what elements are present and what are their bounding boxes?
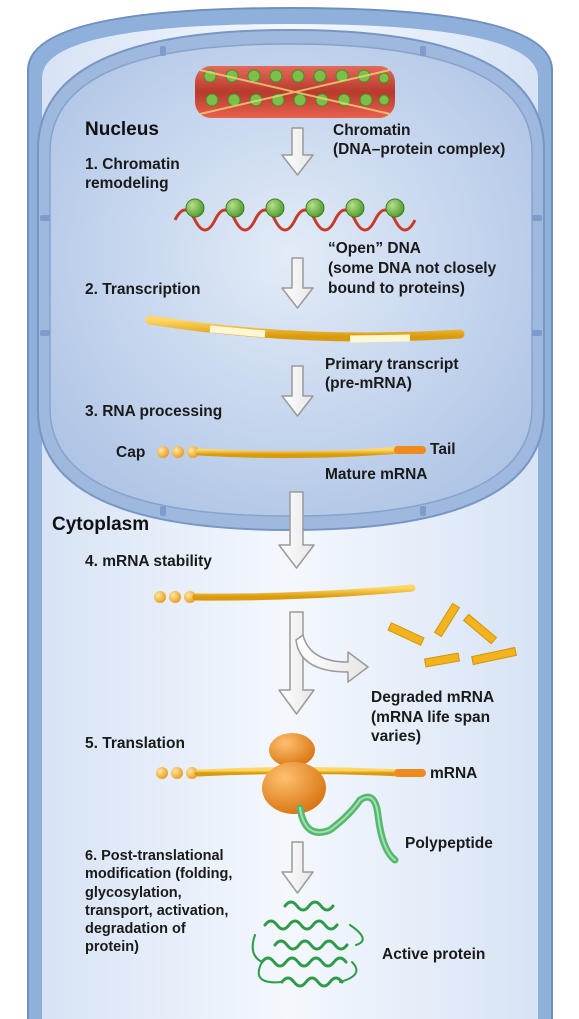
active-protein-label: Active protein bbox=[382, 946, 486, 963]
mrna-label: mRNA bbox=[430, 765, 478, 782]
step-3-label: 3. RNA processing bbox=[85, 403, 223, 420]
arrows bbox=[278, 127, 369, 894]
active-protein bbox=[251, 900, 364, 988]
nucleus-label: Nucleus bbox=[85, 119, 159, 140]
open-dna bbox=[173, 198, 417, 232]
polypeptide-label: Polypeptide bbox=[405, 835, 493, 852]
arrow-stability-to-translation bbox=[278, 611, 315, 715]
nucleus bbox=[37, 28, 545, 532]
open-dna-label: “Open” DNA (some DNA not closely bound t… bbox=[328, 240, 497, 297]
arrow-to-degradation bbox=[295, 634, 369, 683]
arrow-open-to-transcript bbox=[281, 257, 314, 309]
step-6-label: 6. Post-translational modification (fold… bbox=[85, 848, 233, 956]
mature-mrna-label: Mature mRNA bbox=[325, 466, 428, 483]
nuclear-pores bbox=[40, 46, 542, 516]
primary-transcript-label: Primary transcript (pre-mRNA) bbox=[325, 356, 459, 392]
mature-mrna bbox=[157, 446, 426, 459]
chromatin-label: Chromatin (DNA–protein complex) bbox=[333, 122, 506, 158]
chromatin bbox=[195, 66, 395, 118]
step-4-label: 4. mRNA stability bbox=[85, 553, 212, 570]
step-1-label: 1. Chromatin remodeling bbox=[85, 156, 180, 192]
tail-label: Tail bbox=[430, 441, 456, 458]
step-2-label: 2. Transcription bbox=[85, 281, 201, 298]
ribosome bbox=[262, 733, 326, 814]
degraded-mrna-label: Degraded mRNA (mRNA life span varies) bbox=[371, 689, 495, 745]
arrow-translation-to-protein bbox=[281, 841, 314, 894]
polypeptide bbox=[296, 793, 399, 864]
step-5-label: 5. Translation bbox=[85, 735, 185, 752]
arrow-transcript-to-mature bbox=[281, 365, 314, 417]
degraded-mrna-fragments bbox=[387, 602, 517, 668]
cap-label: Cap bbox=[116, 444, 146, 461]
primary-transcript bbox=[145, 315, 465, 343]
cytoplasm-mrna bbox=[154, 584, 416, 603]
arrow-chromatin-to-open bbox=[281, 127, 314, 176]
arrow-nucleus-to-cytoplasm bbox=[278, 491, 315, 569]
cytoplasm-label: Cytoplasm bbox=[52, 514, 150, 535]
